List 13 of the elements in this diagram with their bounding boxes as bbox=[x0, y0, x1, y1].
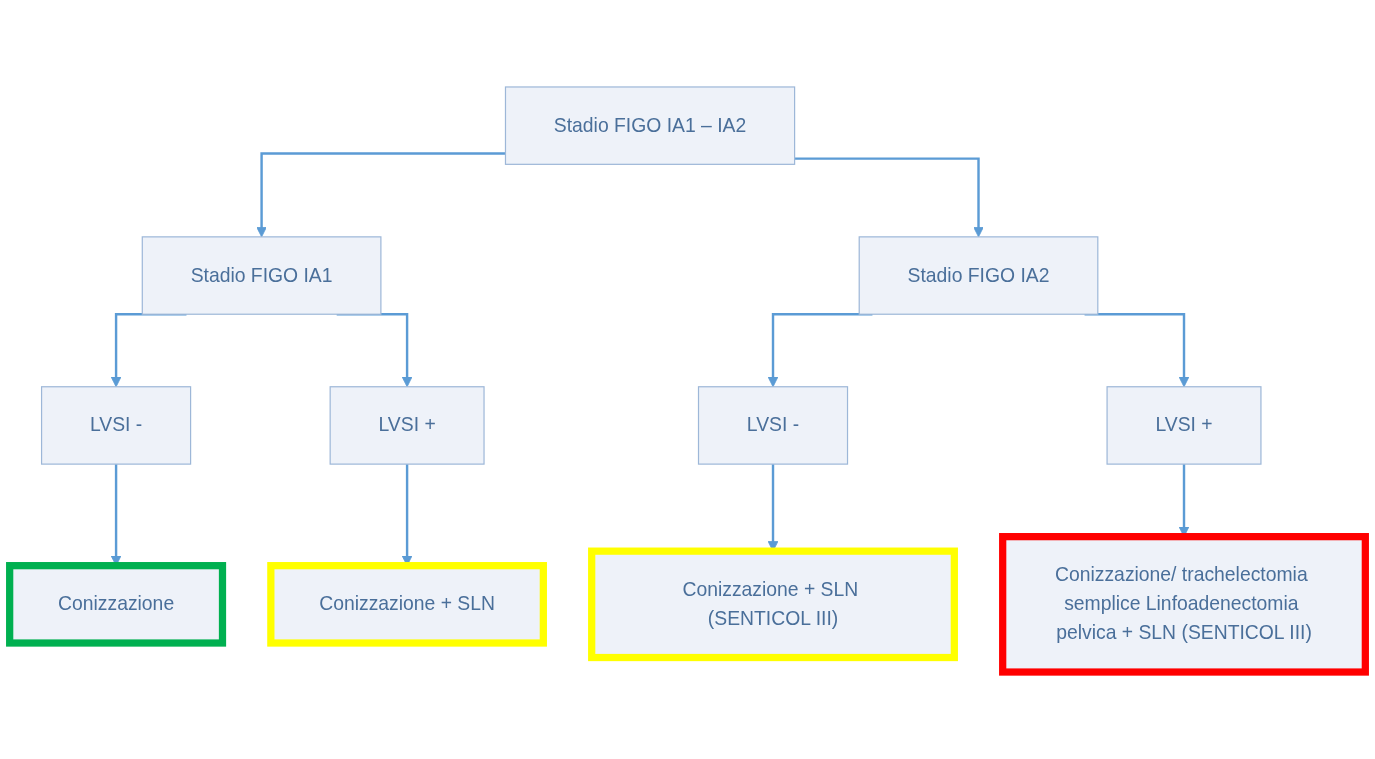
node-box: LVSI - bbox=[697, 386, 849, 465]
node-box: Conizzazione + SLN (SENTICOL III) bbox=[588, 547, 958, 662]
node-box: Conizzazione bbox=[6, 562, 227, 647]
node-box: Stadio FIGO IA2 bbox=[858, 236, 1099, 315]
arrow bbox=[256, 152, 506, 238]
node-box: Conizzazione/ trachelectomia semplice Linfoadenectomia pelvica + SLN (SENTICOL III) bbox=[999, 533, 1369, 676]
node-box: Stadio FIGO IA1 bbox=[141, 236, 382, 315]
arrow bbox=[794, 157, 984, 238]
node-box: Stadio FIGO IA1 – IA2 bbox=[504, 86, 796, 165]
node-box: LVSI - bbox=[40, 386, 192, 465]
node-box: LVSI + bbox=[1106, 386, 1262, 465]
node-box: Conizzazione + SLN bbox=[267, 562, 547, 647]
node-box: LVSI + bbox=[329, 386, 485, 465]
